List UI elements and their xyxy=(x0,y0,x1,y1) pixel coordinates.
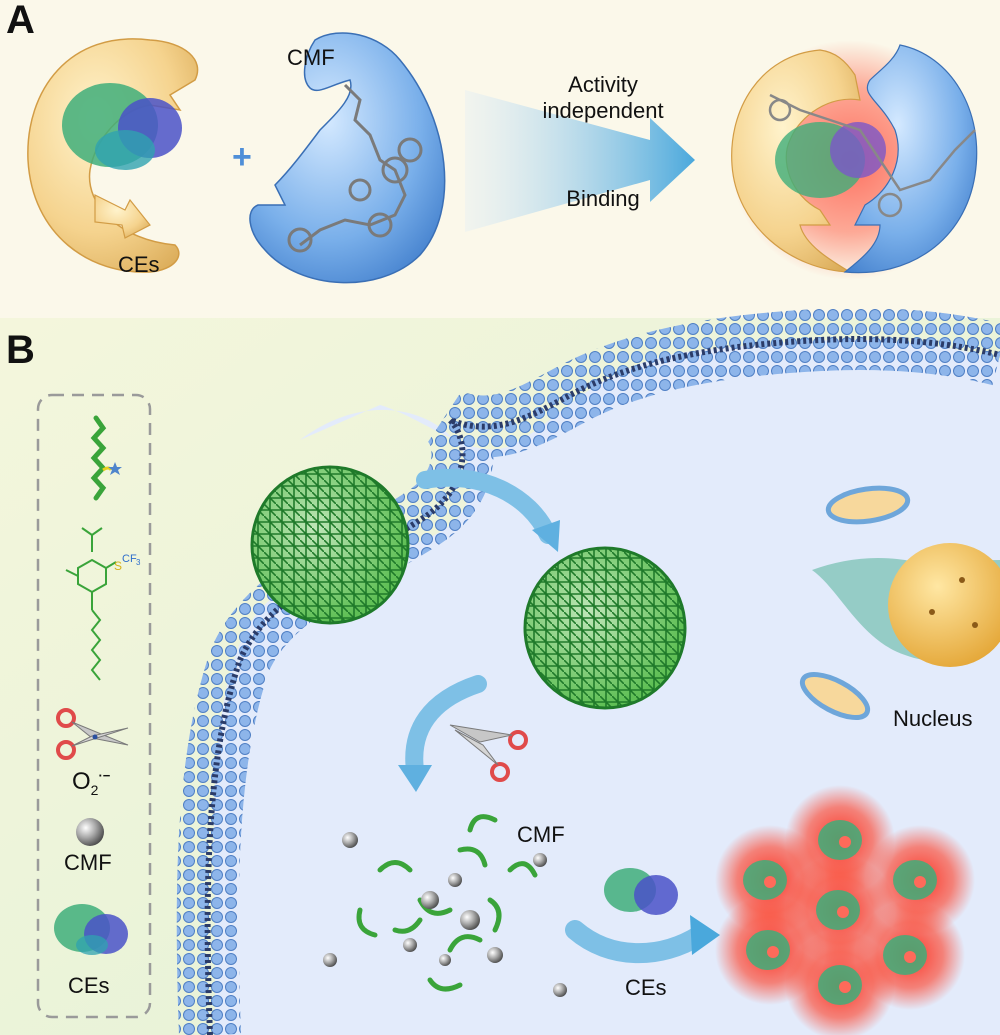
released-cmf xyxy=(323,832,567,997)
mitochondrion-top xyxy=(825,485,911,525)
arrow-label-binding: Binding xyxy=(566,186,640,211)
panel-a-letter: A xyxy=(6,0,35,42)
ces-protein-icon xyxy=(54,904,128,955)
chemical-structure-icon xyxy=(65,527,117,681)
plus-sign: + xyxy=(232,138,252,176)
cmf-pocket-shape xyxy=(249,32,446,284)
polymer-chain-icon xyxy=(90,415,122,501)
entry-arrow xyxy=(416,468,557,544)
ces-label-a: CEs xyxy=(118,252,160,277)
ces-legend-label: CEs xyxy=(68,973,110,998)
entry-arrow-head xyxy=(532,520,560,552)
bound-complex xyxy=(730,40,978,280)
free-ces-protein xyxy=(604,868,678,915)
binding-arrow xyxy=(565,920,710,964)
cell-membrane xyxy=(176,308,1000,1035)
ces-arrow-label: CEs xyxy=(625,975,667,1000)
glowing-complexes xyxy=(715,785,975,1035)
arrow-label-independent: independent xyxy=(542,98,664,123)
cmf-ball-icon xyxy=(76,818,104,846)
legend-box xyxy=(36,393,152,1019)
cf3-subscript: 3 xyxy=(136,558,141,567)
cmf-label-b: CMF xyxy=(517,822,565,847)
cleavage-arrow xyxy=(405,675,487,779)
superoxide-label: O2·− xyxy=(72,768,111,798)
cmf-label-a: CMF xyxy=(287,45,335,70)
panel-b-letter: B xyxy=(6,328,35,372)
cleavage-scissors-icon xyxy=(449,724,528,782)
binding-arrow-head xyxy=(690,915,720,955)
sulfonyl-s-label: S xyxy=(114,559,122,573)
activity-arrow xyxy=(465,90,695,232)
nanoparticle-entering xyxy=(250,465,410,625)
nucleus-label: Nucleus xyxy=(893,706,973,731)
disassembled-nanoparticle xyxy=(356,814,538,992)
scissors-icon xyxy=(56,708,129,760)
cleavage-arrow-head xyxy=(398,765,432,792)
cmf-legend-label: CMF xyxy=(64,850,112,875)
enzyme-protein-structure xyxy=(62,83,182,170)
cmf-molecule xyxy=(287,83,423,253)
mitochondrion-bottom xyxy=(799,672,871,720)
nanoparticle-internalized xyxy=(523,546,687,710)
cf3-label: CF xyxy=(122,553,137,565)
arrow-label-activity: Activity xyxy=(568,72,638,97)
nucleus xyxy=(812,543,1000,667)
